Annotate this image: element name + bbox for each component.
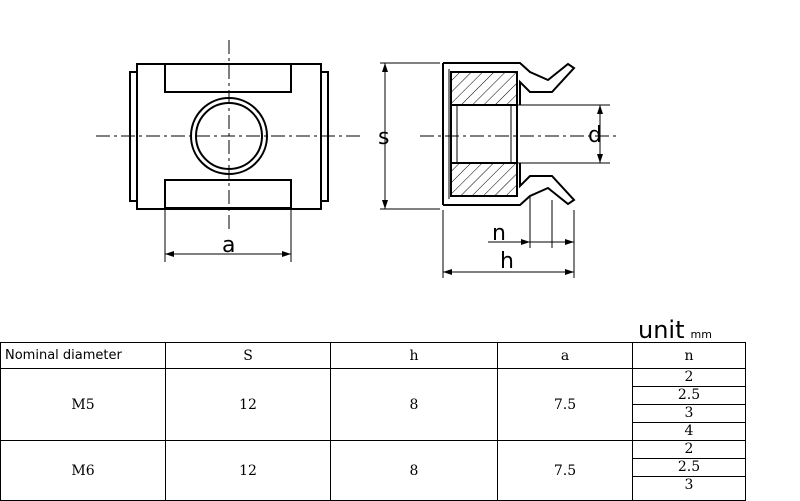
cell-s: 12 xyxy=(165,440,331,501)
n-value: 3 xyxy=(633,405,745,423)
cell-n-list: 2 2.5 3 xyxy=(632,440,746,501)
spec-header-row: Nominal diameter S h a n xyxy=(0,342,746,369)
dim-n-label: n xyxy=(492,221,506,246)
table-row-m6: M6 12 8 7.5 2 2.5 3 xyxy=(0,440,746,501)
dim-d-label: d xyxy=(588,123,602,148)
n-value: 2 xyxy=(633,441,745,459)
header-s: S xyxy=(165,342,331,369)
table-row-m5: M5 12 8 7.5 2 2.5 3 4 xyxy=(0,368,746,441)
cell-h: 8 xyxy=(330,368,498,441)
cage-nut-drawing: a s d n h xyxy=(96,40,620,278)
cell-n-list: 2 2.5 3 4 xyxy=(632,368,746,441)
header-a: a xyxy=(497,342,633,369)
unit-suffix: mm xyxy=(690,328,712,341)
cell-diameter: M5 xyxy=(0,368,166,441)
spec-table: Nominal diameter S h a n M5 12 8 7.5 2 2… xyxy=(0,342,746,501)
header-nominal-diameter: Nominal diameter xyxy=(0,342,166,369)
cell-a: 7.5 xyxy=(497,440,633,501)
cell-h: 8 xyxy=(330,440,498,501)
side-view xyxy=(380,62,620,278)
unit-label: unit xyxy=(638,316,685,344)
n-value: 3 xyxy=(684,477,694,493)
header-h: h xyxy=(330,342,498,369)
n-value: 2 xyxy=(633,369,745,387)
n-value: 4 xyxy=(684,423,694,439)
dim-s-label: s xyxy=(378,125,389,150)
n-value: 2.5 xyxy=(633,387,745,405)
cell-a: 7.5 xyxy=(497,368,633,441)
cell-s: 12 xyxy=(165,368,331,441)
dim-a-label: a xyxy=(222,233,235,258)
n-value: 2.5 xyxy=(633,459,745,477)
dim-h-label: h xyxy=(500,249,514,274)
cell-diameter: M6 xyxy=(0,440,166,501)
header-n: n xyxy=(632,342,746,369)
front-view xyxy=(96,40,360,262)
